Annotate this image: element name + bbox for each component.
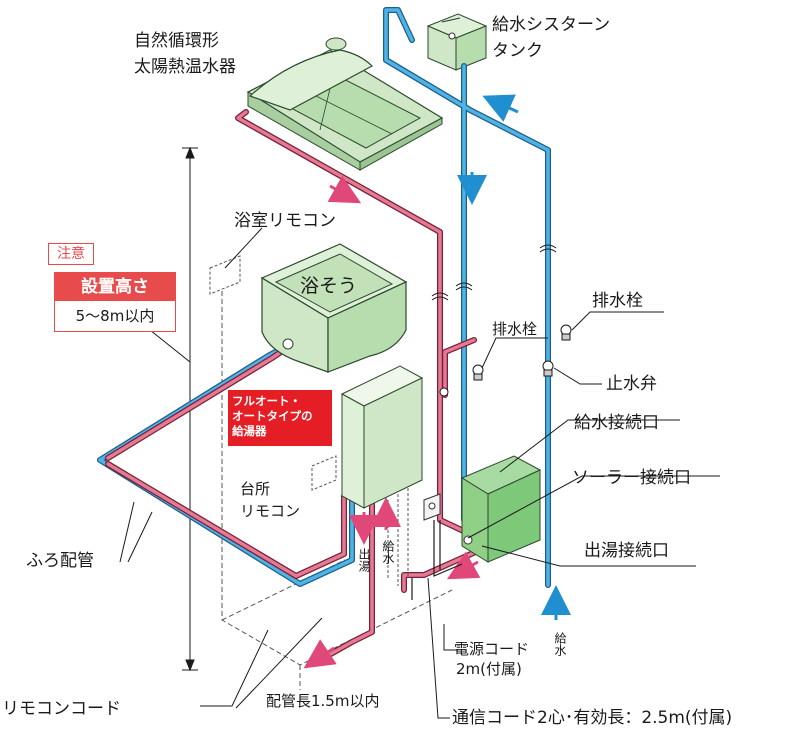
power-cord-label-1: 電源コード xyxy=(454,640,529,658)
solar-connection-unit xyxy=(460,455,542,563)
hot-outlet-port-label: 出湯接続口 xyxy=(584,541,669,561)
bath-piping-label: ふろ配管 xyxy=(26,551,94,571)
arrow-cold-up xyxy=(482,94,519,122)
remote-cord-label: リモコンコード xyxy=(2,699,121,719)
hot-outlet-vertical-label: 出湯 xyxy=(357,548,371,573)
pipe-break-marks xyxy=(431,244,557,301)
bathtub-label: 浴そう xyxy=(300,275,357,297)
water-supply-right-label: 給水 xyxy=(553,632,567,656)
bath-remote-label: 浴室リモコン xyxy=(234,211,336,231)
stop-valve-icon xyxy=(542,360,554,377)
installation-height-title: 設置高さ xyxy=(55,273,175,301)
cistern-label-2: タンク xyxy=(492,41,543,61)
water-heater-badge-line1: フルオート・ xyxy=(232,394,301,408)
water-heater-badge-line3: 給湯器 xyxy=(232,424,267,438)
comm-cord-label: 通信コード2心･有効長：2.5m(付属) xyxy=(452,708,732,728)
installation-height-box: 設置高さ 5～8m以内 xyxy=(54,272,176,332)
kitchen-remote-device xyxy=(311,455,337,491)
cistern-label-1: 給水シスターン xyxy=(492,15,610,35)
caution-badge: 注意 xyxy=(48,243,94,265)
arrow-hot-bottom xyxy=(303,639,337,669)
pipe-length-label: 配管長1.5m以内 xyxy=(266,692,379,710)
solar-heater-label-2: 太陽熱温水器 xyxy=(134,57,236,77)
drain-valve-right-label: 排水栓 xyxy=(592,291,643,311)
installation-height-value: 5～8m以内 xyxy=(75,307,155,325)
solar-port-label: ソーラー接続口 xyxy=(572,468,691,488)
drain-valve-center-label: 排水栓 xyxy=(492,320,537,338)
arrow-hot-down xyxy=(327,175,362,204)
drain-valve-right-icon xyxy=(560,324,572,341)
water-supply-vertical-label: 給水 xyxy=(381,540,395,564)
heater-bottom-pipes xyxy=(387,488,409,586)
bath-remote-device xyxy=(209,227,263,295)
water-heater-badge-line2: オートタイプの xyxy=(232,409,313,423)
power-cord-label-2: 2m(付属) xyxy=(456,660,522,678)
solar-water-heater xyxy=(246,37,444,171)
bathtub xyxy=(260,243,408,373)
arrow-outlet xyxy=(446,551,481,580)
cords xyxy=(411,520,463,600)
power-outlet xyxy=(423,493,441,521)
heater-valve-icon xyxy=(439,387,449,397)
flow-arrows xyxy=(303,94,571,669)
solar-heater-label-1: 自然循環形 xyxy=(134,31,219,51)
leader-lines xyxy=(119,311,720,719)
drain-valve-center-icon xyxy=(472,364,484,381)
kitchen-remote-label-2: リモコン xyxy=(240,502,300,520)
cistern-tank xyxy=(426,13,488,71)
hot-water-pipes xyxy=(105,109,483,663)
water-inlet-port-label: 給水接続口 xyxy=(574,413,659,433)
stop-valve-label: 止水弁 xyxy=(606,374,657,394)
water-heater-unit xyxy=(340,365,424,509)
water-heater-badge: フルオート・ オートタイプの 給湯器 xyxy=(228,390,332,446)
kitchen-remote-label-1: 台所 xyxy=(240,480,270,498)
